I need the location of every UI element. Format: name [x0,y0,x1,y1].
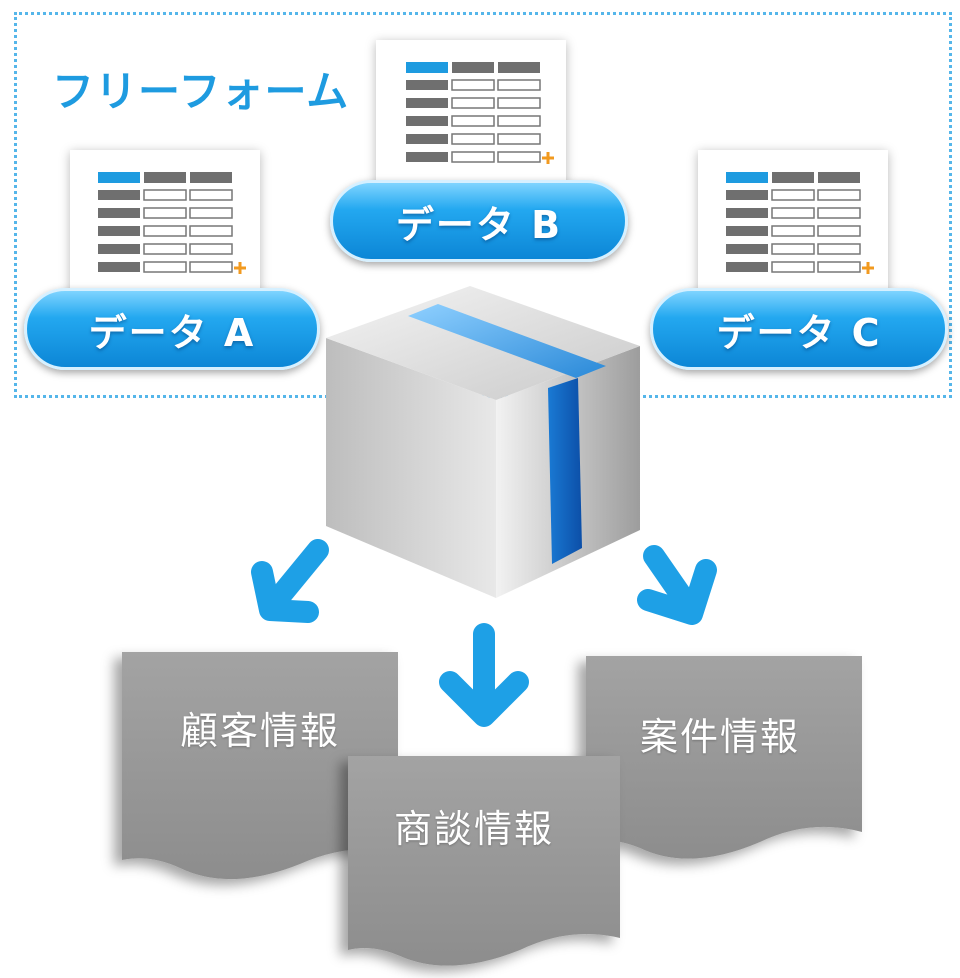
arrow-down-left-icon [251,539,329,623]
freeform-title: フリーフォーム [52,67,350,116]
project-info-document [586,656,862,859]
data-b-pill: データ B [330,180,628,262]
data-c-table-card [698,150,888,298]
data-b-label: データ B [395,202,563,247]
data-b-table-card [376,40,566,192]
arrow-down-icon [439,623,529,727]
data-a-pill: データ A [24,288,320,370]
data-c-pill: データ C [650,288,948,370]
arrow-down-right-icon [637,545,717,625]
customer-info-label: 顧客情報 [180,709,341,753]
table-icon [406,62,554,164]
project-info-label: 案件情報 [640,715,801,759]
data-c-label: データ C [716,310,882,355]
table-icon [726,172,874,274]
table-icon [98,172,246,274]
database-cube-icon [326,286,640,598]
customer-info-document [122,652,398,880]
data-a-label: データ A [88,310,256,355]
data-a-table-card [70,150,260,298]
negotiation-info-document [348,756,620,966]
negotiation-info-label: 商談情報 [394,807,555,851]
